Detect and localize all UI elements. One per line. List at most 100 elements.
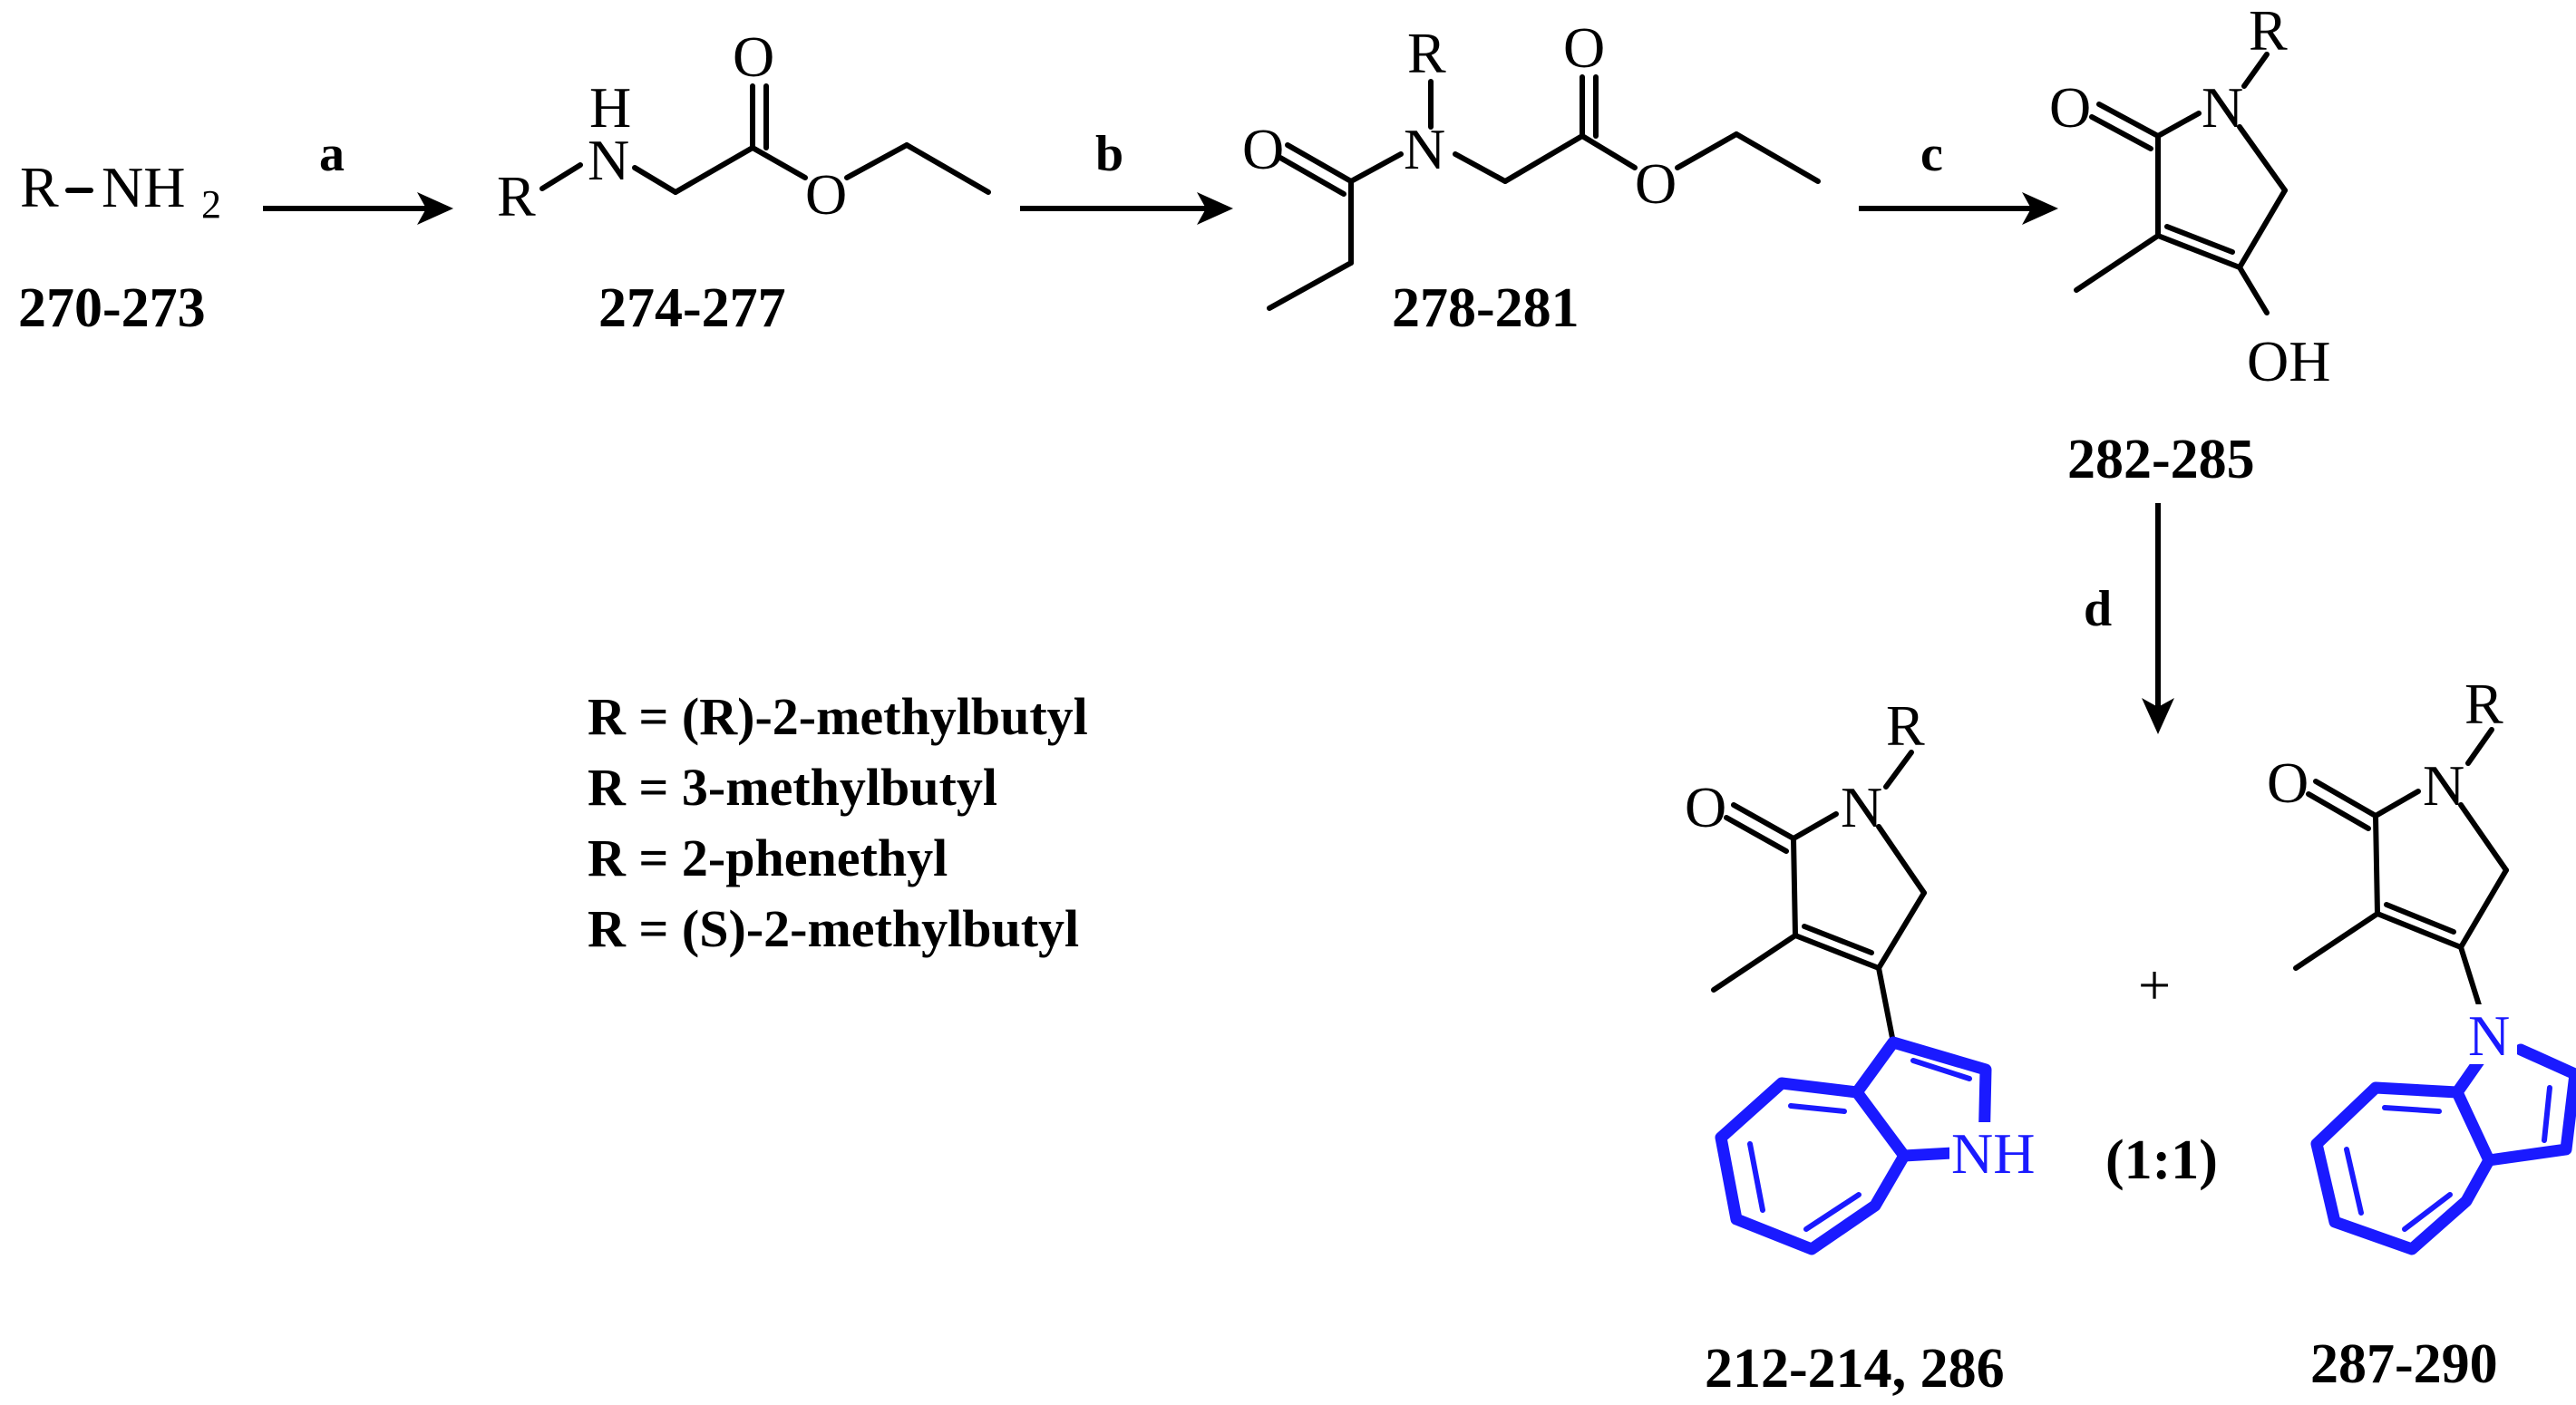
n-atom: NH	[102, 155, 185, 219]
indole-pyrrole-ring	[1851, 1036, 1992, 1162]
aromatic-bond	[1747, 1141, 1765, 1213]
bond	[2237, 188, 2288, 270]
double-bond	[1731, 802, 1796, 841]
double-bond	[2306, 791, 2371, 831]
arrow-head	[1197, 192, 1233, 225]
n-atom: N	[2202, 75, 2243, 140]
bond	[2074, 233, 2161, 293]
o-atom: O	[1635, 151, 1677, 216]
o-atom: O	[1242, 117, 1284, 181]
reagent-label-a: a	[319, 126, 345, 182]
bond	[1883, 750, 1914, 790]
bond	[904, 142, 991, 195]
o-atom: O	[2049, 75, 2091, 140]
aromatic-bond	[1803, 1192, 1862, 1232]
o-atom: O	[805, 162, 847, 227]
o-atom: O	[2267, 751, 2309, 815]
n-atom: N	[2423, 753, 2464, 818]
plus-sign: +	[2138, 953, 2171, 1017]
bond	[673, 145, 755, 195]
bond	[750, 145, 808, 180]
product-212-214-286: O N R NH 212-214, 286	[1685, 693, 2049, 1400]
indole-n-atom: N	[2468, 1003, 2510, 1068]
double-bond	[2313, 779, 2378, 819]
bond	[2237, 124, 2288, 193]
n-atom: N	[588, 128, 629, 192]
bond	[2465, 727, 2494, 766]
double-bond	[1278, 155, 1346, 197]
compound-274-277: R H N O O 274-277	[497, 24, 991, 339]
r-atom: R	[1886, 693, 1925, 758]
double-bond	[1285, 142, 1354, 184]
bond	[1876, 824, 1927, 896]
double-bond	[2155, 233, 2242, 270]
bond	[1791, 811, 1839, 841]
bond	[2155, 111, 2202, 139]
bond	[1711, 933, 1798, 993]
compound-label-270: 270-273	[18, 277, 206, 339]
o-atom: O	[1685, 775, 1726, 839]
r-atom: R	[2249, 0, 2288, 63]
h-atom: H	[589, 75, 631, 140]
arrow-c: c	[1859, 126, 2058, 225]
ratio-label: (1:1)	[2105, 1129, 2218, 1191]
reagent-label-d: d	[2084, 581, 2112, 637]
nh-background	[1949, 1122, 2049, 1184]
n-atom: N	[1841, 775, 1882, 839]
double-bond	[1724, 815, 1789, 854]
r-definition-1: R = (R)-2-methylbutyl	[588, 687, 1088, 746]
product-287-290: O N R N 287-290	[2267, 672, 2576, 1395]
bond	[540, 162, 583, 191]
r-definition-3: R = 2-phenethyl	[588, 828, 948, 887]
bond	[2293, 911, 2380, 971]
bond	[1267, 260, 1354, 311]
subscript-2: 2	[201, 182, 221, 227]
double-bond	[1793, 933, 1881, 971]
r-definition-2: R = 3-methylbutyl	[588, 758, 997, 817]
double-bond	[2089, 114, 2153, 151]
compound-label-274: 274-277	[598, 277, 786, 339]
arrow-b: b	[1020, 126, 1233, 225]
compound-label-282: 282-285	[2067, 429, 2255, 490]
aromatic-bond	[2344, 1147, 2364, 1216]
r-atom: R	[1407, 21, 1446, 85]
bond	[1502, 133, 1585, 184]
aromatic-bond	[2402, 1192, 2453, 1232]
arrow-a: a	[263, 126, 453, 225]
bond	[1675, 131, 1739, 170]
arrow-head	[417, 192, 453, 225]
arrow-d: d	[2084, 503, 2174, 734]
aromatic-bond	[2542, 1085, 2552, 1143]
double-bond	[2164, 224, 2235, 255]
indole-pyrrole-ring	[2451, 1043, 2576, 1167]
bond	[2458, 867, 2509, 950]
compound-label-287: 287-290	[2310, 1333, 2498, 1395]
double-bond	[2375, 911, 2464, 950]
compound-278-281: O N R O O 278-281	[1242, 15, 1821, 339]
n-atom: N	[1404, 117, 1445, 181]
aromatic-bond	[2382, 1105, 2442, 1114]
bond	[2458, 802, 2509, 873]
nh-atom: NH	[1951, 1121, 2035, 1186]
r-atom: R	[2464, 672, 2503, 736]
bond	[1876, 890, 1927, 971]
aromatic-bond	[1788, 1103, 1847, 1114]
r-atom: R	[20, 155, 59, 219]
o-atom: O	[1563, 15, 1605, 80]
bond	[2241, 52, 2270, 89]
bond	[1791, 836, 1798, 938]
double-bond	[2096, 102, 2161, 139]
compound-label-212: 212-214, 286	[1705, 1338, 2005, 1400]
bond	[1348, 151, 1404, 184]
bond	[844, 142, 909, 180]
arrow-head	[2142, 698, 2174, 734]
indole-benzene-ring	[1715, 1077, 1910, 1255]
r-definition-4: R = (S)-2-methylbutyl	[588, 899, 1079, 958]
n-background	[2464, 1004, 2517, 1064]
bond	[2458, 945, 2483, 1011]
reagent-label-b: b	[1095, 126, 1123, 182]
double-bond	[1802, 924, 1874, 955]
compound-282-285: O N R OH 282-285	[2049, 0, 2330, 490]
bond	[632, 165, 678, 195]
